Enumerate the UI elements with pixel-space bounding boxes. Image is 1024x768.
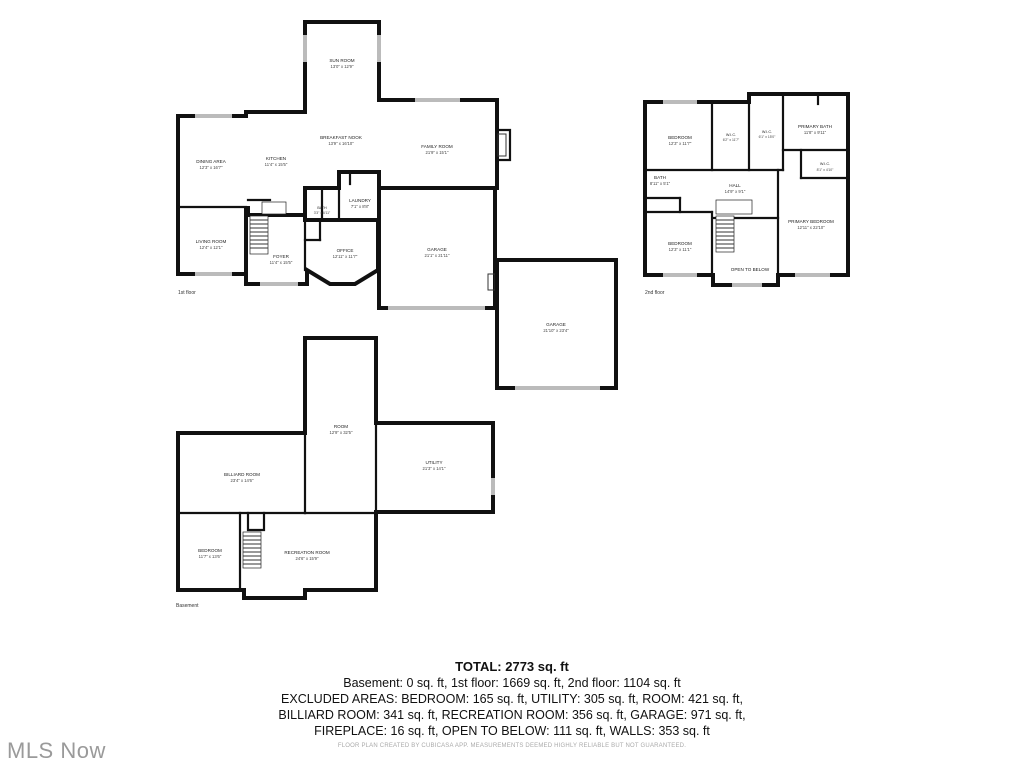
basement-labels: ROOM 12'9" x 32'5" UTILITY 21'3" x 14'1"… — [176, 424, 446, 609]
room-dims-billiard-room: 23'4" x 14'6" — [231, 478, 254, 483]
room-dims-bedroom1: 12'3" x 11'7" — [669, 141, 692, 146]
room-dims-breakfast-nook: 13'9" x 16'10" — [328, 141, 354, 146]
total-area: TOTAL: 2773 sq. ft — [455, 659, 569, 674]
room-dims-living-room: 12'4" x 12'1" — [200, 245, 223, 250]
area-summary: TOTAL: 2773 sq. ft Basement: 0 sq. ft, 1… — [0, 659, 1024, 739]
room-name-foyer: FOYER — [273, 254, 290, 259]
room-dims-kitchen: 11'4" x 15'5" — [265, 162, 288, 167]
room-name-basement-bedroom: BEDROOM — [198, 548, 222, 553]
room-dims-dining-area: 12'3" x 16'7" — [200, 165, 223, 170]
room-dims-garage: 21'1" x 21'11" — [425, 253, 450, 258]
room-dims-bath-2nd: 8'11" x 5'1" — [650, 181, 671, 186]
room-name-garage: GARAGE — [427, 247, 447, 252]
room-name-bath: BATH — [317, 206, 327, 210]
room-name-wic1: W.I.C. — [726, 133, 736, 137]
disclaimer-text: FLOOR PLAN CREATED BY CUBICASA APP. MEAS… — [337, 743, 687, 749]
room-name-primary-bedroom: PRIMARY BEDROOM — [788, 219, 834, 224]
room-dims-sun-room: 13'0" x 12'9" — [331, 64, 354, 69]
basement-stairs — [242, 531, 262, 569]
room-dims-foyer: 11'4" x 15'5" — [270, 260, 293, 265]
room-name-bedroom2: BEDROOM — [668, 241, 692, 246]
floor-areas: Basement: 0 sq. ft, 1st floor: 1669 sq. … — [343, 676, 681, 690]
room-dims-detached-garage: 21'10" x 23'4" — [543, 328, 569, 333]
room-name-recreation-room: RECREATION ROOM — [284, 550, 330, 555]
room-dims-office: 12'11" x 11'7" — [333, 254, 358, 259]
first-floor-stairs — [249, 201, 287, 255]
basement-plan — [176, 336, 495, 600]
room-name-hall: HALL — [729, 183, 741, 188]
second-floor-stairs — [715, 199, 753, 253]
first-floor-labels: SUN ROOM 13'0" x 12'9" BREAKFAST NOOK 13… — [178, 58, 569, 333]
room-name-open-to-below: OPEN TO BELOW — [731, 267, 770, 272]
room-name-primary-bath: PRIMARY BATH — [798, 124, 832, 129]
room-name-kitchen: KITCHEN — [266, 156, 286, 161]
room-dims-wic3: 8'1" x 4'10" — [817, 168, 835, 172]
room-dims-room: 12'9" x 32'5" — [330, 430, 353, 435]
room-name-room: ROOM — [334, 424, 348, 429]
detached-garage-plan — [495, 258, 618, 390]
room-name-billiard-room: BILLIARD ROOM — [224, 472, 260, 477]
room-dims-recreation-room: 24'6" x 15'9" — [296, 556, 319, 561]
room-name-bedroom1: BEDROOM — [668, 135, 692, 140]
floor-label-first: 1st floor — [178, 290, 196, 296]
room-dims-bath: 3'3" x 6'11" — [314, 211, 331, 215]
second-floor-labels: BEDROOM 12'3" x 11'7" W.I.C. 6'2" x 11'7… — [645, 124, 834, 296]
room-name-utility: UTILITY — [425, 460, 442, 465]
floor-label-basement: Basement — [176, 603, 199, 609]
mls-watermark: MLS Now — [7, 738, 106, 763]
excluded-areas-line1: EXCLUDED AREAS: BEDROOM: 165 sq. ft, UTI… — [281, 692, 743, 706]
room-name-family-room: FAMILY ROOM — [421, 144, 453, 149]
room-dims-primary-bath: 11'8" x 9'11" — [804, 130, 827, 135]
room-dims-family-room: 21'9" x 15'1" — [426, 150, 449, 155]
first-floor-plan — [176, 20, 512, 310]
room-dims-primary-bedroom: 12'11" x 22'10" — [797, 225, 825, 230]
room-dims-laundry: 7'1" x 8'8" — [351, 204, 370, 209]
room-dims-wic1: 6'2" x 11'7" — [723, 138, 740, 142]
room-dims-utility: 21'3" x 14'1" — [423, 466, 446, 471]
room-name-breakfast-nook: BREAKFAST NOOK — [320, 135, 363, 140]
excluded-areas-line3: FIREPLACE: 16 sq. ft, OPEN TO BELOW: 111… — [314, 724, 710, 738]
room-dims-wic2: 6'1" x 15'0" — [759, 135, 777, 139]
room-name-sun-room: SUN ROOM — [329, 58, 354, 63]
room-name-detached-garage: GARAGE — [546, 322, 566, 327]
second-floor-plan — [643, 92, 850, 287]
room-name-dining-area: DINING AREA — [196, 159, 227, 164]
floor-label-second: 2nd floor — [645, 290, 665, 296]
room-dims-hall: 14'9" x 9'1" — [725, 189, 746, 194]
room-name-living-room: LIVING ROOM — [196, 239, 227, 244]
room-name-laundry: LAUNDRY — [349, 198, 371, 203]
room-name-wic3: W.I.C. — [820, 162, 830, 166]
room-name-bath-2nd: BATH — [654, 175, 666, 180]
room-dims-basement-bedroom: 11'7" x 13'6" — [199, 554, 222, 559]
room-dims-bedroom2: 12'3" x 11'1" — [669, 247, 692, 252]
room-name-wic2: W.I.C. — [762, 130, 772, 134]
room-name-office: OFFICE — [337, 248, 354, 253]
excluded-areas-line2: BILLIARD ROOM: 341 sq. ft, RECREATION RO… — [278, 708, 746, 722]
